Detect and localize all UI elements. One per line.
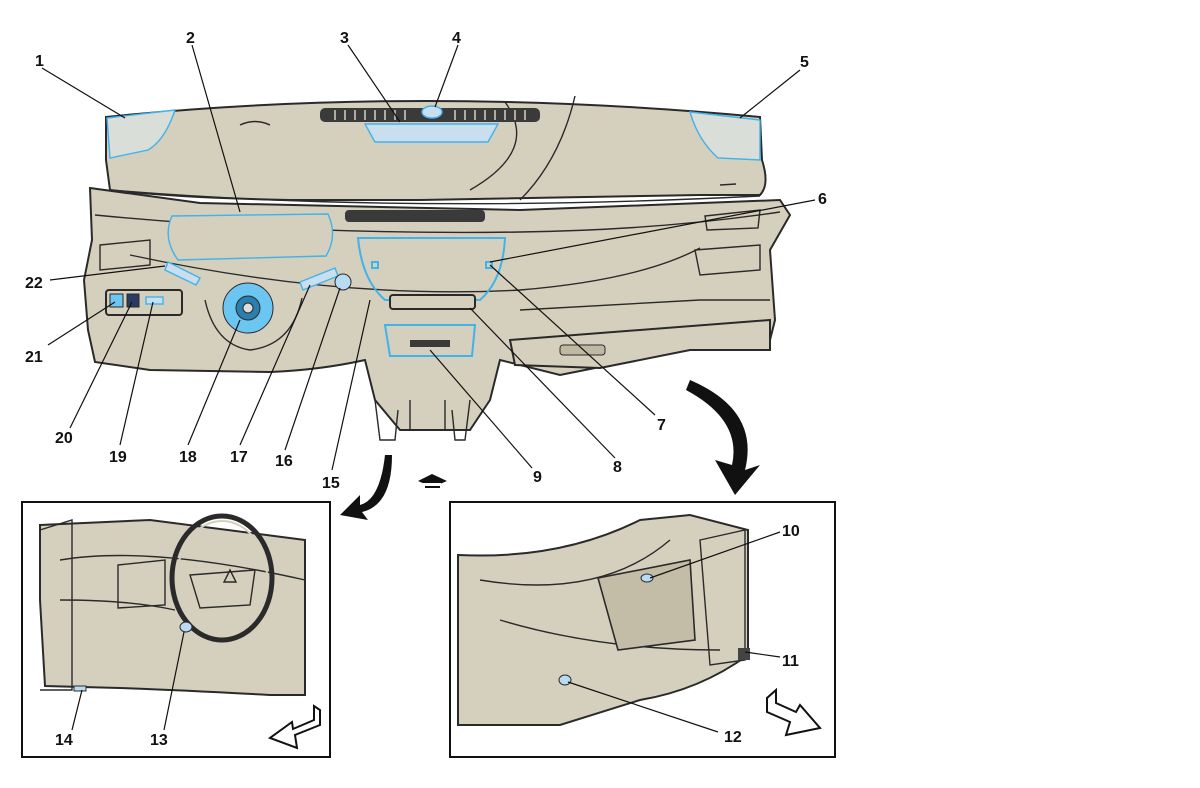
- left-end-panel: [106, 109, 177, 159]
- callout-17: 17: [230, 449, 248, 466]
- left-inset-view: 14 13: [21, 501, 331, 758]
- hud-panel: [363, 123, 500, 143]
- callout-5: 5: [800, 54, 809, 71]
- glovebox-opening: [596, 559, 696, 651]
- glovebox: [508, 318, 771, 370]
- callout-10: 10: [782, 523, 800, 540]
- main-callouts: 1 2 3 4 5 6 7 8 9 15 16 17 18 19 20 21 2…: [25, 30, 827, 492]
- callout-6: 6: [818, 191, 827, 208]
- callout-9: 9: [533, 469, 542, 486]
- center-display: [356, 237, 507, 301]
- climate-control-panel: [383, 324, 477, 357]
- callout-20: 20: [55, 430, 73, 447]
- left-switch-bezel: [105, 289, 183, 316]
- center-vents: [345, 210, 485, 222]
- right-side-vent: [694, 244, 761, 276]
- component-11: [738, 648, 750, 660]
- callout-12: 12: [724, 729, 742, 746]
- lower-switch-14: [73, 685, 87, 692]
- right-inset-view: 10 11 12: [449, 501, 836, 758]
- instrument-cluster: [167, 213, 334, 261]
- callout-1: 1: [35, 53, 44, 70]
- callout-7: 7: [657, 417, 666, 434]
- sunload-sensor: [421, 105, 443, 119]
- callout-19: 19: [109, 449, 127, 466]
- callout-4: 4: [452, 30, 461, 47]
- callout-18: 18: [179, 449, 197, 466]
- main-leader-lines: [41, 44, 816, 471]
- headlamp-switch: [109, 293, 124, 308]
- hollow-arrow-icon: [267, 704, 321, 750]
- component-12: [558, 674, 572, 686]
- push-button-start: [179, 621, 193, 633]
- callout-8: 8: [613, 459, 622, 476]
- callout-3: 3: [340, 30, 349, 47]
- switch-19: [145, 296, 164, 305]
- display-mount-left: [371, 261, 379, 269]
- ignition-switch: [334, 273, 352, 291]
- hollow-arrow-icon-right: [766, 687, 822, 737]
- curved-arrow-icon: [340, 380, 760, 520]
- center-stack-vent: [389, 294, 476, 310]
- display-mount-right: [485, 261, 493, 269]
- callout-13: 13: [150, 732, 168, 749]
- turn-signal-switch: [164, 261, 201, 286]
- callout-2: 2: [186, 30, 195, 47]
- main-dashboard-view: [82, 95, 792, 488]
- callout-15: 15: [322, 475, 340, 492]
- callout-22: 22: [25, 275, 43, 292]
- right-end-panel: [689, 111, 761, 161]
- callout-11: 11: [782, 653, 799, 670]
- callout-16: 16: [275, 453, 293, 470]
- view-direction-icon: [418, 474, 447, 488]
- left-inset-dash: [39, 518, 306, 696]
- callout-21: 21: [25, 349, 43, 366]
- left-side-vent: [99, 239, 151, 271]
- component-10: [640, 573, 654, 583]
- callout-14: 14: [55, 732, 73, 749]
- switch-20: [126, 293, 140, 308]
- steering-wheel: [169, 513, 275, 643]
